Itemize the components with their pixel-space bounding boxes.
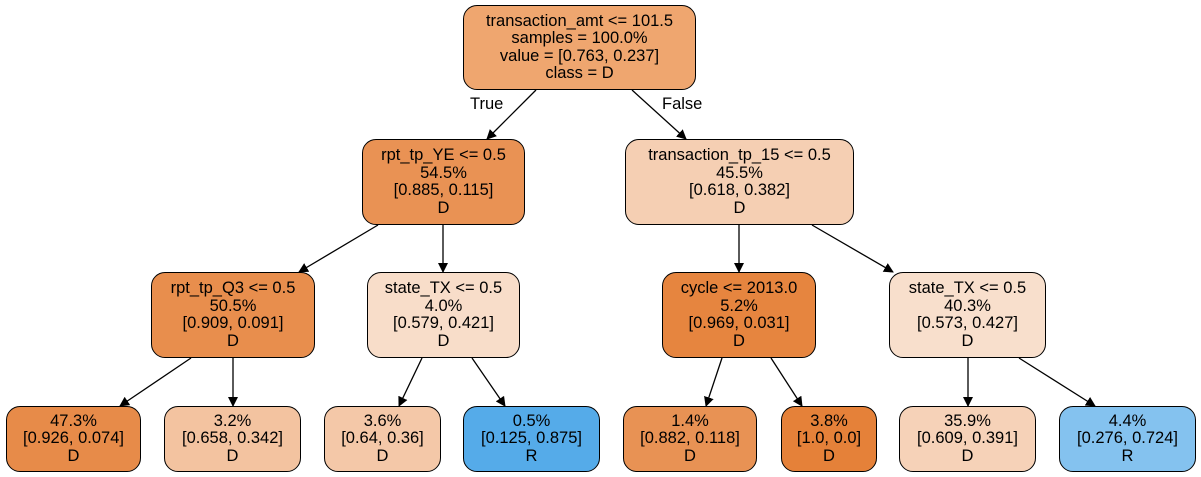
node-transaction-tp-15-line-2: 45.5% bbox=[716, 163, 763, 182]
node-rpt-tp-q3[interactable]: rpt_tp_Q3 <= 0.5 50.5% [0.909, 0.091] D bbox=[151, 272, 315, 358]
leaf-node-2[interactable]: 3.2% [0.658, 0.342] D bbox=[164, 406, 301, 472]
edge-root-to-rpt-tp-ye bbox=[486, 89, 537, 140]
node-transaction-tp-15[interactable]: transaction_tp_15 <= 0.5 45.5% [0.618, 0… bbox=[625, 139, 854, 225]
node-state-tx-left-line-4: D bbox=[437, 331, 450, 350]
leaf-node-7[interactable]: 35.9% [0.609, 0.391] D bbox=[899, 406, 1036, 472]
leaf-node-7-line-2: [0.609, 0.391] bbox=[917, 429, 1018, 448]
leaf-node-2-line-2: [0.658, 0.342] bbox=[182, 429, 283, 448]
leaf-node-2-line-1: 3.2% bbox=[213, 411, 252, 430]
node-rpt-tp-ye-line-4: D bbox=[437, 198, 450, 217]
node-rpt-tp-q3-line-2: 50.5% bbox=[209, 296, 257, 315]
leaf-node-6-line-2: [1.0, 0.0] bbox=[796, 429, 862, 448]
node-rpt-tp-q3-line-4: D bbox=[227, 331, 239, 350]
edge-label-true: True bbox=[470, 95, 504, 113]
leaf-node-8-line-1: 4.4% bbox=[1108, 411, 1147, 430]
node-rpt-tp-q3-line-1: rpt_tp_Q3 <= 0.5 bbox=[170, 279, 296, 297]
leaf-node-1[interactable]: 47.3% [0.926, 0.074] D bbox=[6, 406, 141, 472]
leaf-node-3-line-2: [0.64, 0.36] bbox=[341, 429, 424, 448]
leaf-node-2-line-3: D bbox=[226, 446, 239, 465]
node-state-tx-left-line-3: [0.579, 0.421] bbox=[393, 314, 494, 332]
node-transaction-tp-15-line-3: [0.618, 0.382] bbox=[689, 181, 790, 199]
node-state-tx-right[interactable]: state_TX <= 0.5 40.3% [0.573, 0.427] D bbox=[889, 272, 1046, 358]
edge-rpt-tp-q3-to-leaf-1 bbox=[119, 357, 192, 407]
leaf-node-3-line-3: D bbox=[376, 446, 389, 465]
leaf-node-1-line-3: D bbox=[67, 446, 80, 465]
node-rpt-tp-ye-line-3: [0.885, 0.115] bbox=[393, 181, 494, 199]
node-state-tx-left-line-1: state_TX <= 0.5 bbox=[384, 279, 503, 297]
leaf-node-6[interactable]: 3.8% [1.0, 0.0] D bbox=[781, 406, 877, 472]
node-state-tx-left[interactable]: state_TX <= 0.5 4.0% [0.579, 0.421] D bbox=[367, 272, 520, 358]
leaf-node-6-line-1: 3.8% bbox=[810, 411, 848, 430]
node-cycle[interactable]: cycle <= 2013.0 5.2% [0.969, 0.031] D bbox=[662, 272, 816, 358]
node-rpt-tp-ye[interactable]: rpt_tp_YE <= 0.5 54.5% [0.885, 0.115] D bbox=[362, 139, 525, 225]
node-root-line-2: samples = 100.0% bbox=[511, 29, 648, 47]
node-cycle-line-1: cycle <= 2013.0 bbox=[680, 279, 798, 297]
leaf-node-7-line-1: 35.9% bbox=[944, 411, 991, 430]
node-state-tx-right-line-1: state_TX <= 0.5 bbox=[908, 279, 1027, 297]
leaf-node-3[interactable]: 3.6% [0.64, 0.36] D bbox=[324, 406, 441, 472]
node-state-tx-left-line-2: 4.0% bbox=[424, 296, 463, 315]
leaf-node-5-line-1: 1.4% bbox=[671, 411, 709, 430]
leaf-node-8-line-3: R bbox=[1121, 446, 1134, 465]
edge-state-tx-left-to-leaf-4 bbox=[471, 357, 506, 407]
edge-cycle-to-leaf-5 bbox=[704, 357, 723, 407]
leaf-node-6-line-3: D bbox=[823, 446, 835, 465]
leaf-node-8[interactable]: 4.4% [0.276, 0.724] R bbox=[1059, 406, 1196, 472]
node-cycle-line-4: D bbox=[733, 331, 745, 350]
edge-transaction-tp-15-to-state-tx-right bbox=[811, 224, 894, 273]
node-cycle-line-2: 5.2% bbox=[720, 296, 758, 315]
node-transaction-tp-15-line-1: transaction_tp_15 <= 0.5 bbox=[648, 146, 831, 164]
leaf-node-4-line-3: R bbox=[525, 446, 538, 465]
node-rpt-tp-ye-line-2: 54.5% bbox=[420, 163, 467, 182]
leaf-node-5[interactable]: 1.4% [0.882, 0.118] D bbox=[623, 406, 757, 472]
node-root[interactable]: transaction_amt <= 101.5 samples = 100.0… bbox=[463, 5, 696, 90]
edge-label-false: False bbox=[662, 95, 703, 113]
leaf-node-5-line-3: D bbox=[684, 446, 696, 465]
node-state-tx-right-line-3: [0.573, 0.427] bbox=[917, 314, 1018, 332]
leaf-node-4-line-2: [0.125, 0.875] bbox=[481, 429, 582, 448]
leaf-node-7-line-3: D bbox=[961, 446, 974, 465]
leaf-node-8-line-2: [0.276, 0.724] bbox=[1077, 429, 1178, 448]
node-root-line-4: class = D bbox=[545, 64, 614, 82]
node-rpt-tp-ye-line-1: rpt_tp_YE <= 0.5 bbox=[381, 146, 506, 164]
node-state-tx-right-line-2: 40.3% bbox=[944, 296, 991, 315]
node-root-line-3: value = [0.763, 0.237] bbox=[499, 46, 660, 65]
leaf-node-4[interactable]: 0.5% [0.125, 0.875] R bbox=[463, 406, 600, 472]
leaf-node-5-line-2: [0.882, 0.118] bbox=[640, 429, 740, 448]
edge-state-tx-left-to-leaf-3 bbox=[398, 357, 423, 407]
node-state-tx-right-line-4: D bbox=[961, 331, 974, 350]
node-transaction-tp-15-line-4: D bbox=[733, 198, 746, 217]
leaf-node-1-line-1: 47.3% bbox=[50, 411, 97, 430]
leaf-node-1-line-2: [0.926, 0.074] bbox=[23, 429, 124, 448]
leaf-node-3-line-1: 3.6% bbox=[363, 411, 402, 430]
node-root-line-1: transaction_amt <= 101.5 bbox=[485, 11, 674, 30]
edge-cycle-to-leaf-6 bbox=[770, 357, 803, 407]
node-rpt-tp-q3-line-3: [0.909, 0.091] bbox=[182, 314, 284, 332]
edge-root-to-transaction-tp-15 bbox=[631, 89, 687, 140]
leaf-node-4-line-1: 0.5% bbox=[512, 411, 551, 430]
node-cycle-line-3: [0.969, 0.031] bbox=[688, 314, 790, 332]
edge-state-tx-right-to-leaf-8 bbox=[1018, 357, 1096, 407]
edge-rpt-tp-ye-to-rpt-tp-q3 bbox=[298, 224, 379, 273]
